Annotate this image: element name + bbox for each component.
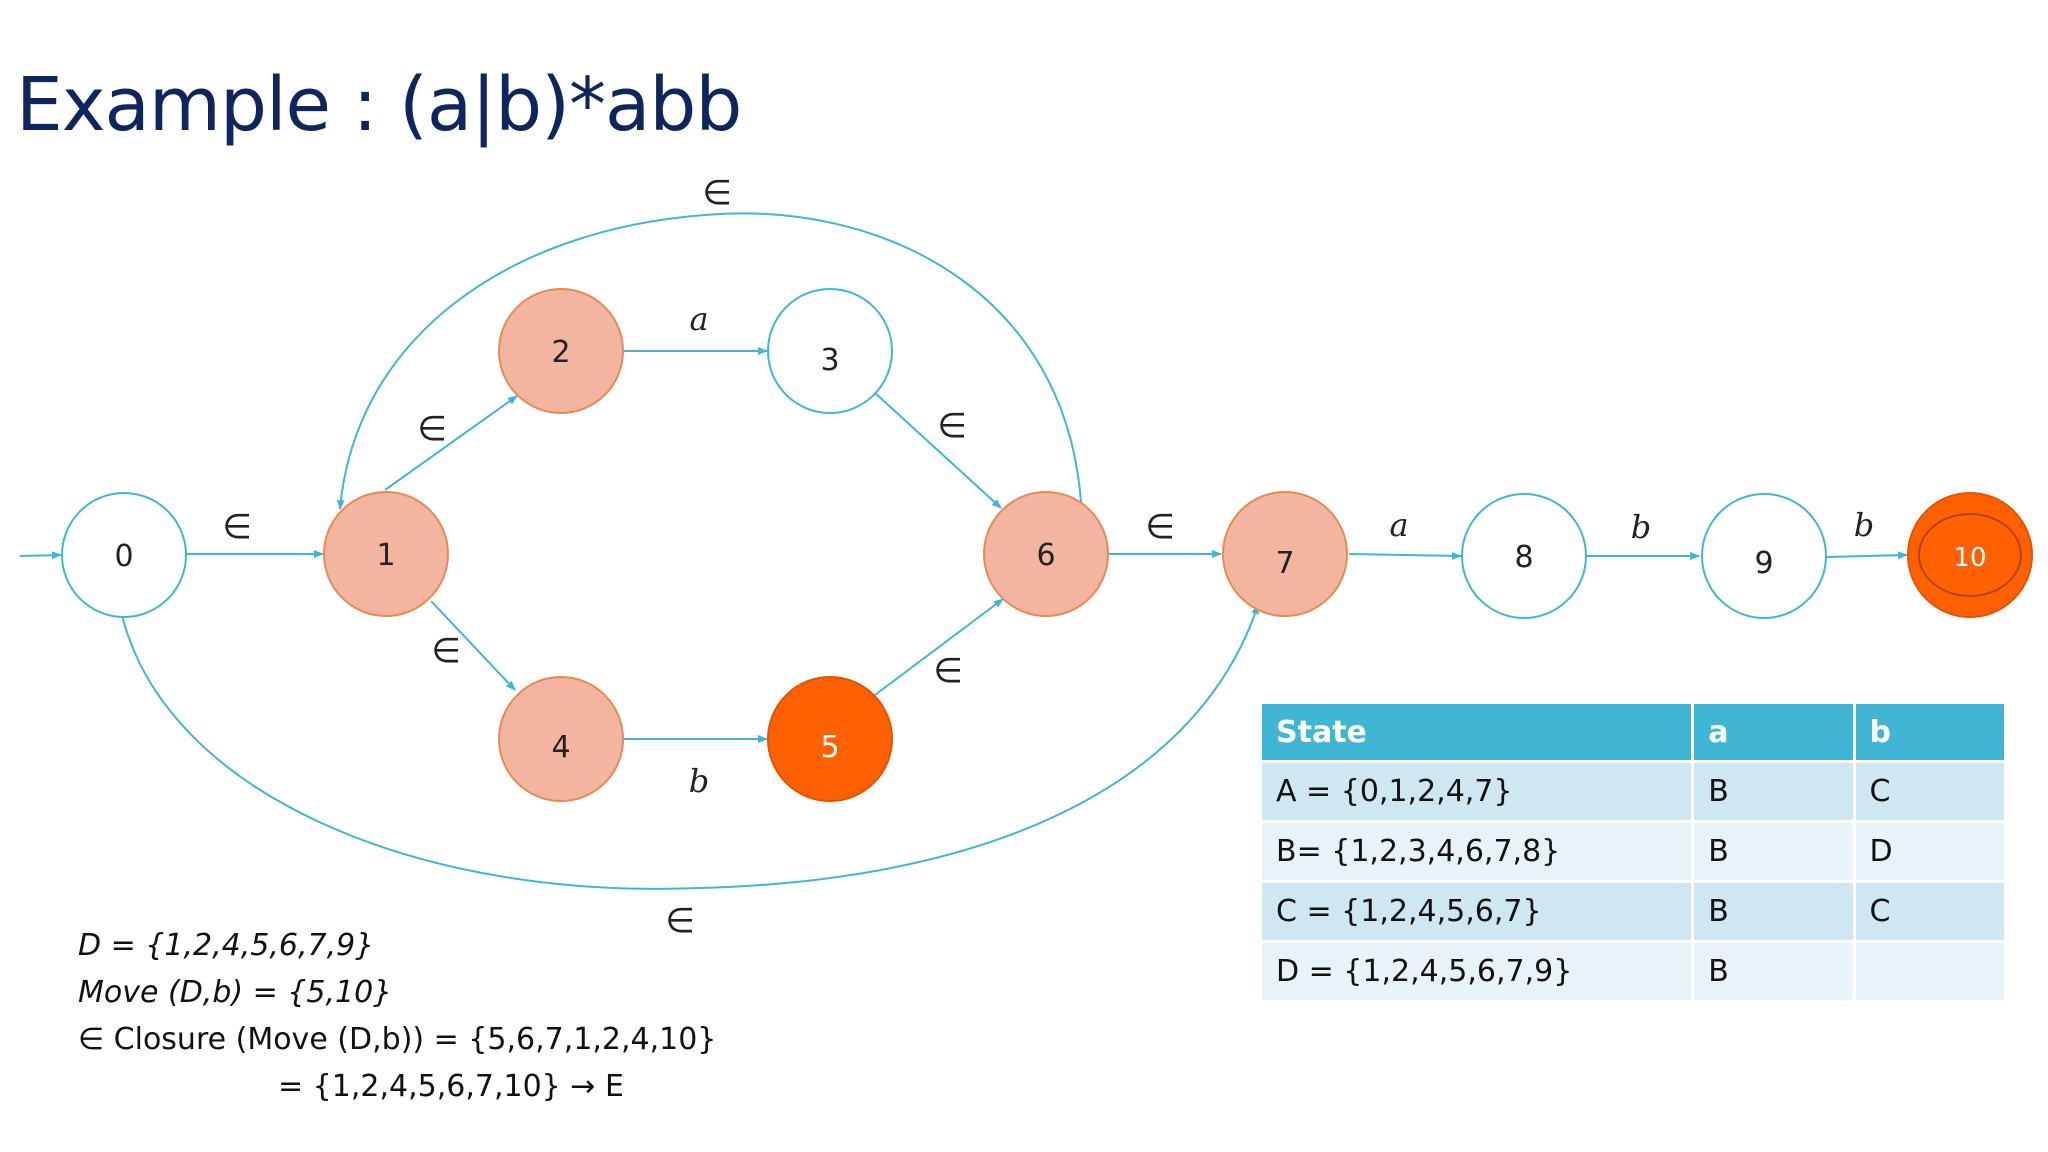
dfa-transition-table: State a b A = {0,1,2,4,7} B C B= {1,2,3,…: [1259, 701, 2007, 1003]
edge-label-1-2: ∈: [417, 409, 447, 449]
cell-state: A = {0,1,2,4,7}: [1262, 763, 1692, 820]
cell-state: D = {1,2,4,5,6,7,9}: [1262, 943, 1692, 1000]
edge-label-6-1: ∈: [702, 173, 732, 213]
header-a: a: [1694, 704, 1853, 760]
edge-6-1-loop: [336, 212, 1082, 510]
edge-0-7-bypass: [121, 604, 1259, 890]
cell-b: D: [1855, 823, 2004, 880]
svg-text:8: 8: [1514, 540, 1533, 575]
table-row: B= {1,2,3,4,6,7,8} B D: [1262, 823, 2004, 880]
header-b: b: [1855, 704, 2004, 760]
svg-text:0: 0: [114, 539, 133, 574]
svg-text:6: 6: [1036, 538, 1055, 573]
state-5: 5: [767, 676, 893, 802]
closure-notes: D = {1,2,4,5,6,7,9} Move (D,b) = {5,10} …: [78, 922, 716, 1110]
edge-1-2: [384, 395, 518, 491]
header-state: State: [1262, 704, 1692, 760]
edge-label-3-6: ∈: [937, 406, 967, 446]
state-7: 7: [1222, 491, 1348, 617]
svg-text:9: 9: [1754, 546, 1773, 581]
edge-label-6-7: ∈: [1145, 507, 1175, 547]
state-3: 3: [767, 288, 893, 414]
svg-text:10: 10: [1953, 543, 1986, 573]
table-header-row: State a b: [1262, 704, 2004, 760]
svg-text:3: 3: [820, 343, 839, 378]
page-title: Example : (a|b)*abb: [16, 62, 742, 148]
note-line-d: D = {1,2,4,5,6,7,9}: [78, 928, 375, 963]
cell-a: B: [1694, 823, 1853, 880]
table-row: D = {1,2,4,5,6,7,9} B: [1262, 943, 2004, 1000]
state-0: 0: [61, 492, 187, 618]
note-line-closure: ∈ Closure (Move (D,b)) = {5,6,7,1,2,4,10…: [78, 1022, 717, 1057]
edge-3-6: [874, 392, 1002, 509]
table-row: C = {1,2,4,5,6,7} B C: [1262, 883, 2004, 940]
edge-labels: ∈ ∈ ∈ a b ∈ ∈ ∈ ∈ ∈ a b b: [222, 173, 1874, 941]
edge-label-1-4: ∈: [431, 631, 461, 671]
note-line-move: Move (D,b) = {5,10}: [78, 975, 393, 1010]
state-8: 8: [1461, 493, 1587, 619]
cell-state: C = {1,2,4,5,6,7}: [1262, 883, 1692, 940]
cell-state: B= {1,2,3,4,6,7,8}: [1262, 823, 1692, 880]
edge-7-8: [1348, 551, 1462, 560]
cell-b: C: [1855, 763, 2004, 820]
edge-label-0-7: ∈: [665, 901, 695, 941]
edge-label-5-6: ∈: [933, 651, 963, 691]
edge-label-9-10: b: [1854, 506, 1874, 544]
state-9: 9: [1701, 493, 1827, 619]
cell-b: [1855, 943, 2004, 1000]
cell-a: B: [1694, 763, 1853, 820]
edge-start-0: [19, 551, 62, 560]
svg-text:7: 7: [1275, 546, 1294, 581]
svg-text:5: 5: [820, 730, 839, 765]
edge-label-0-1: ∈: [222, 507, 252, 547]
edge-1-4: [430, 600, 516, 691]
edge-5-6: [874, 598, 1004, 696]
svg-text:2: 2: [551, 335, 570, 370]
cell-b: C: [1855, 883, 2004, 940]
table-row: A = {0,1,2,4,7} B C: [1262, 763, 2004, 820]
cell-a: B: [1694, 943, 1853, 1000]
state-4: 4: [498, 676, 624, 802]
state-1: 1: [323, 491, 449, 617]
cell-a: B: [1694, 883, 1853, 940]
note-line-result: = {1,2,4,5,6,7,10} → E: [278, 1069, 624, 1104]
edge-9-10: [1826, 551, 1908, 560]
edge-label-8-9: b: [1631, 508, 1651, 546]
state-10-accepting: 10: [1907, 492, 2033, 618]
svg-text:1: 1: [376, 538, 395, 573]
edge-label-2-3: a: [689, 300, 708, 338]
state-6: 6: [983, 491, 1109, 617]
edge-label-7-8: a: [1389, 506, 1408, 544]
state-2: 2: [498, 288, 624, 414]
svg-text:4: 4: [551, 730, 570, 765]
edge-label-4-5: b: [689, 762, 709, 800]
